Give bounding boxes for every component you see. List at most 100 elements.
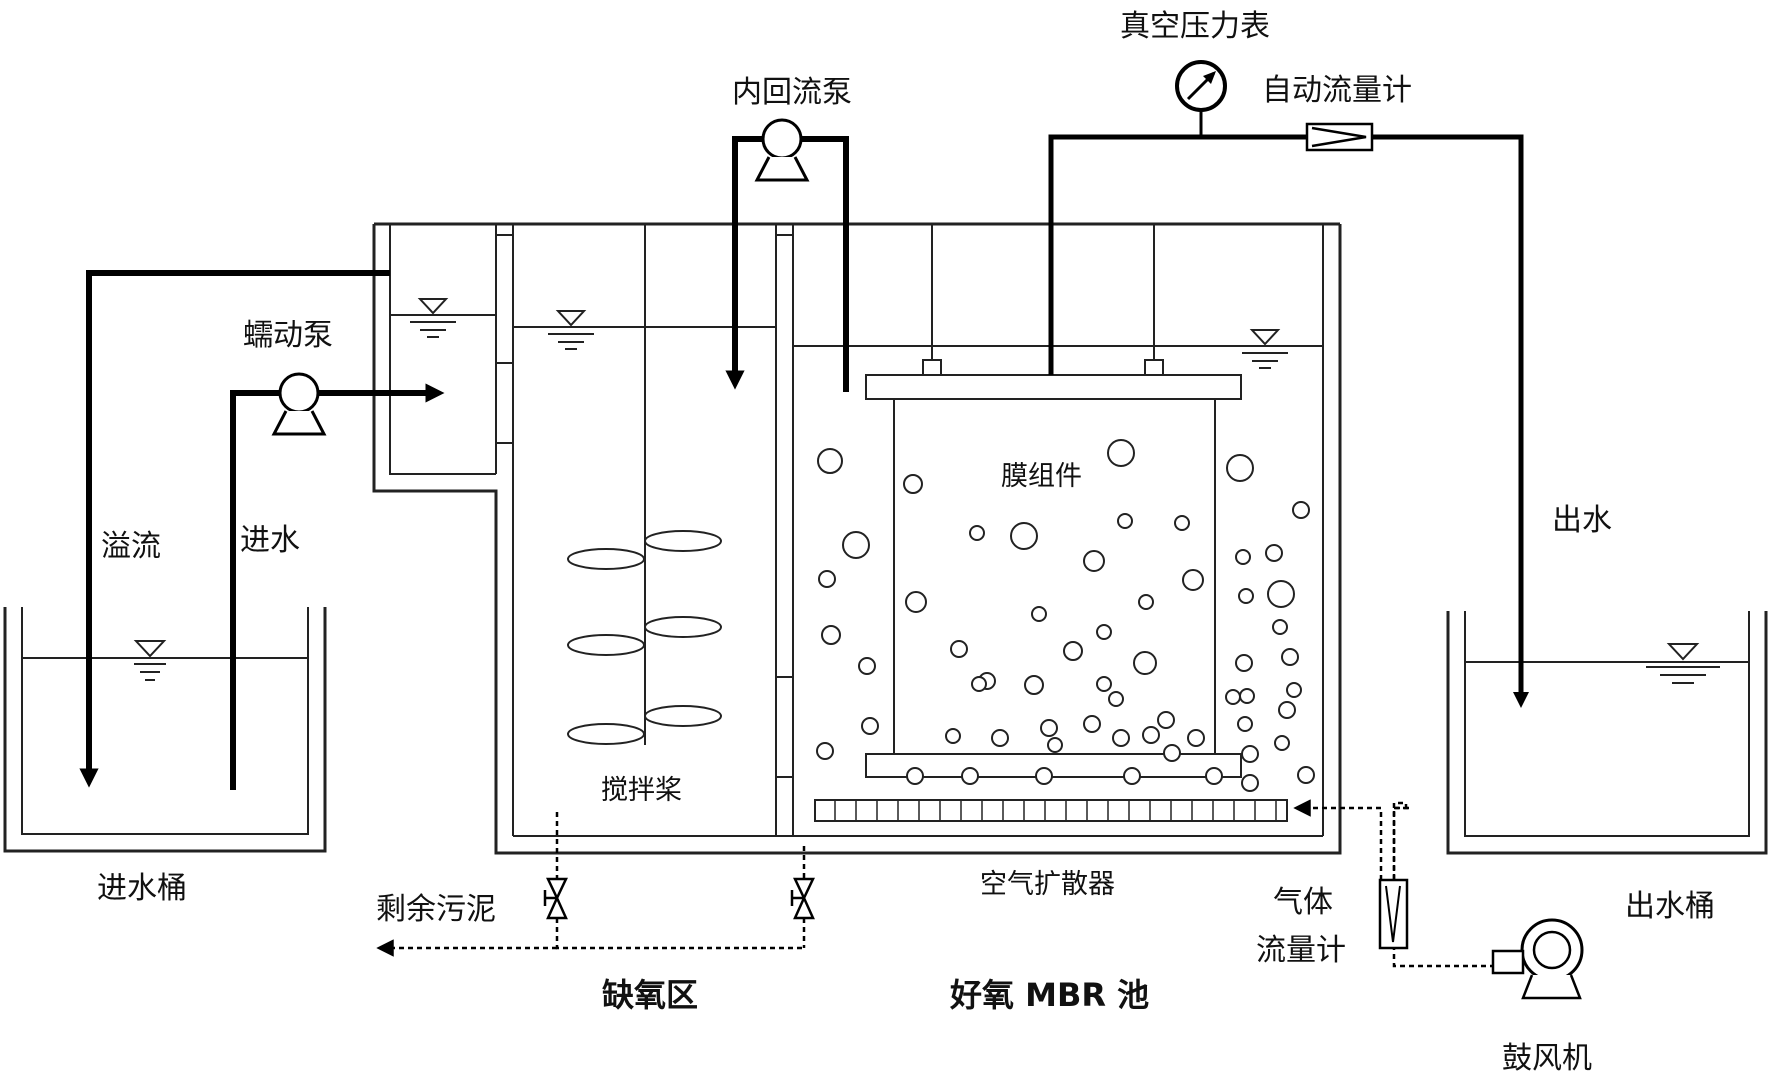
aeration-bubbles [816, 439, 1315, 792]
bubble [1241, 745, 1259, 763]
bubble [1047, 737, 1063, 753]
bubble [1235, 549, 1251, 565]
membrane-label: 膜组件 [1001, 461, 1082, 492]
blower-label: 鼓风机 [1502, 1041, 1592, 1076]
bubble [1063, 641, 1083, 661]
water-level-icon [133, 640, 167, 681]
bubble [1226, 454, 1254, 482]
bubble [1235, 654, 1253, 672]
bubble [1205, 767, 1223, 785]
water-level-icon [410, 298, 456, 338]
reflux-pump-label: 内回流泵 [732, 75, 852, 110]
bubble [1267, 580, 1295, 608]
bubble [1117, 513, 1133, 529]
bubble [1292, 501, 1310, 519]
bubble [1278, 701, 1296, 719]
flowmeter-icon [1305, 122, 1374, 152]
bubble [1297, 766, 1315, 784]
bubble [1040, 719, 1058, 737]
sludge-line [376, 812, 806, 957]
diffuser-label: 空气扩散器 [980, 869, 1115, 900]
bubble [1083, 715, 1101, 733]
blower-icon [1491, 918, 1584, 1000]
bubble [1241, 774, 1259, 792]
bubble [861, 717, 879, 735]
bubble [903, 474, 923, 494]
bubble [1281, 648, 1299, 666]
bubble [821, 625, 841, 645]
bubble [1157, 711, 1175, 729]
outlet-tank [1446, 611, 1768, 855]
sludge-label: 剩余污泥 [376, 892, 496, 927]
bubble [1024, 675, 1044, 695]
peristaltic-pump-label: 蠕动泵 [243, 318, 333, 353]
bubble [1123, 767, 1141, 785]
flowmeter-icon [1378, 878, 1409, 950]
bubble [1108, 691, 1124, 707]
stirring-paddle [567, 224, 722, 745]
valve-icon [790, 877, 815, 920]
bubble [1272, 619, 1288, 635]
bubble [1182, 569, 1204, 591]
pump-icon [271, 372, 327, 436]
bubble [1107, 439, 1135, 467]
bubble [858, 657, 876, 675]
bubble [1133, 651, 1157, 675]
pump-icon [754, 118, 810, 182]
bubble [906, 767, 924, 785]
bubble [945, 728, 961, 744]
vacuum-gauge-label: 真空压力表 [1120, 9, 1270, 44]
bubble [1187, 729, 1205, 747]
gauge-icon [1175, 60, 1227, 137]
bubble [1238, 588, 1254, 604]
outlet-tank-label: 出水桶 [1625, 889, 1715, 924]
air-line [1293, 799, 1495, 968]
water-level-icon [1242, 329, 1288, 369]
bubble [1031, 606, 1047, 622]
bubble [1163, 744, 1181, 762]
bubble [1096, 676, 1112, 692]
auto-flowmeter-label: 自动流量计 [1262, 73, 1412, 108]
paddle-label: 搅拌桨 [601, 775, 682, 806]
anoxic-zone-label: 缺氧区 [602, 976, 698, 1014]
effluent-pipe [1048, 134, 1530, 709]
bubble [1225, 689, 1241, 705]
inflow-pipe [230, 383, 445, 790]
bubble [1096, 624, 1112, 640]
inlet-tank-label: 进水桶 [97, 871, 187, 906]
valve-icon [543, 877, 568, 920]
bubble [950, 640, 968, 658]
air-diffuser [814, 799, 1288, 822]
gas-flowmeter-label-2: 流量计 [1256, 933, 1346, 968]
bubble [1142, 726, 1160, 744]
outflow-label: 出水 [1552, 503, 1612, 538]
reflux-pipe [725, 136, 849, 392]
overflow-pipe [79, 270, 390, 788]
water-level-icon [548, 310, 594, 350]
bubble [969, 525, 985, 541]
bubble [1112, 729, 1130, 747]
gas-flowmeter-label-1: 气体 [1273, 885, 1333, 920]
bubble [961, 767, 979, 785]
inflow-label: 进水 [240, 523, 300, 558]
bubble [1274, 735, 1290, 751]
bubble [1286, 682, 1302, 698]
bubble [1010, 522, 1038, 550]
bubble [1138, 594, 1154, 610]
aerobic-mbr-label: 好氧 MBR 池 [949, 976, 1149, 1014]
bubble [1083, 550, 1105, 572]
bubble [817, 448, 843, 474]
bubble [991, 729, 1009, 747]
bubble [971, 676, 987, 692]
inlet-tank [3, 607, 327, 853]
bubble [842, 531, 870, 559]
bubble [1035, 767, 1053, 785]
water-level-icon [1646, 643, 1720, 684]
bubble [905, 591, 927, 613]
bubble [818, 570, 836, 588]
bubble [1237, 716, 1253, 732]
overflow-label: 溢流 [101, 529, 161, 564]
bubble [1265, 544, 1283, 562]
bubble [1174, 515, 1190, 531]
